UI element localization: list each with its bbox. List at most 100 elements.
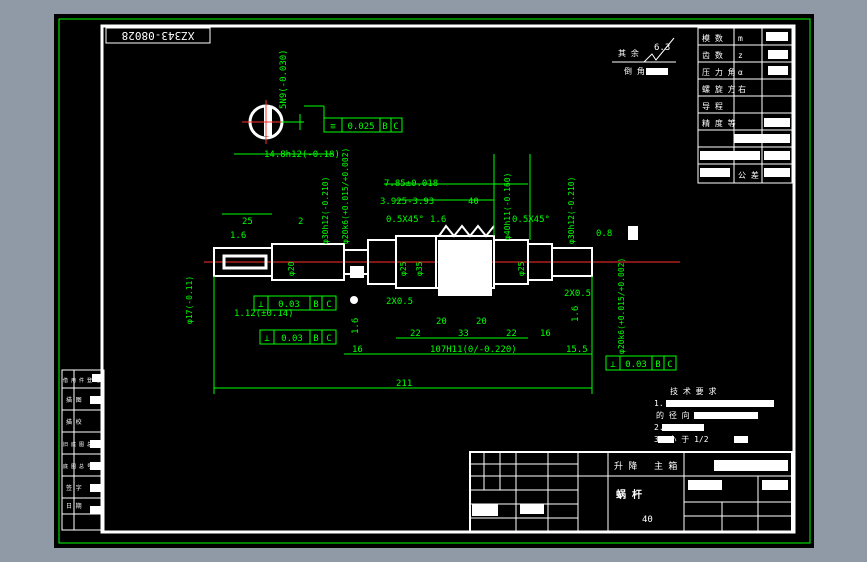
svg-text:15.5: 15.5: [566, 345, 588, 355]
svg-text:C: C: [326, 300, 331, 310]
svg-text:模 数: 模 数: [702, 33, 723, 43]
dim-chamfer-right: 0.5X45°: [512, 215, 550, 225]
dimension-labels: 7.85±0.018 3.925-3.93 0.5X45° 1.6 40 0.5…: [185, 148, 626, 389]
svg-text:22: 22: [506, 329, 517, 339]
svg-text:1.6: 1.6: [230, 231, 246, 241]
svg-text:φ20: φ20: [287, 261, 296, 276]
symmetry-value: 0.025: [347, 122, 374, 132]
dim-dia-30-left: φ30h12(-0.210): [321, 177, 330, 244]
svg-text:2.: 2.: [654, 423, 664, 432]
title-block: 升 降 主 箱 蜗 杆 40: [469, 451, 793, 533]
technical-requirements: 技 术 要 求 1. 的 径 向 2. 3. 小 于 1/2: [654, 386, 774, 444]
svg-text:0.03: 0.03: [281, 334, 303, 344]
svg-text:C: C: [393, 122, 398, 132]
svg-text:1.6: 1.6: [430, 215, 446, 225]
svg-text:1.: 1.: [654, 399, 664, 408]
dim-dia-30-right: φ30h12(-0.210): [567, 177, 576, 244]
symmetry-frame: ≡ 0.025 B C: [304, 105, 403, 133]
svg-text:0.03: 0.03: [278, 300, 300, 310]
svg-text:0.8: 0.8: [596, 229, 612, 239]
dim-chamfer-left: 0.5X45°: [386, 215, 424, 225]
svg-text:螺 旋 方: 螺 旋 方: [702, 84, 736, 94]
svg-text:日 期: 日 期: [66, 502, 82, 510]
svg-text:技 术 要 求: 技 术 要 求: [670, 386, 716, 396]
svg-text:φ35: φ35: [415, 261, 424, 276]
svg-text:22: 22: [410, 329, 421, 339]
svg-text:0.03: 0.03: [625, 360, 647, 370]
svg-text:α: α: [738, 68, 743, 77]
svg-text:1.12(±0.14): 1.12(±0.14): [234, 309, 294, 319]
dim-total-length: 211: [396, 379, 412, 389]
cad-drawing-viewport: XZ343-08028 5N9(-0.030) 14.8h12(-0.18) ≡…: [54, 14, 814, 548]
svg-text:16: 16: [540, 329, 551, 339]
title-name-1: 升 降: [614, 460, 637, 472]
svg-text:2X0.5: 2X0.5: [386, 297, 413, 307]
svg-text:φ25: φ25: [517, 261, 526, 276]
svg-text:主 箱: 主 箱: [654, 460, 677, 472]
svg-text:B: B: [655, 360, 660, 370]
left-records-strip: 借 用 件 登 记 描 图 描 校 旧 底 图 总 号 底 图 总 号 签 字 …: [61, 369, 105, 531]
svg-text:导 程: 导 程: [702, 102, 723, 111]
outer-border: [58, 18, 811, 544]
svg-text:20: 20: [436, 317, 447, 327]
material: 40: [642, 515, 653, 525]
perpendicularity-frame-3: ⊥ 0.03 B C: [605, 355, 677, 371]
svg-text:齿 数: 齿 数: [702, 50, 723, 60]
drawing-number-box: XZ343-08028: [105, 27, 211, 44]
svg-text:m: m: [738, 34, 743, 43]
gear-parameter-table: 模 数 m 齿 数 z 压 力 角 α 螺 旋 方 右 导 程 精 度 等 公 …: [697, 27, 793, 184]
dim-dia-20k6-left: φ20k6(+0.015/+0.002): [341, 148, 350, 244]
svg-text:25: 25: [242, 217, 253, 227]
keyway-width-dim: 5N9(-0.030): [279, 49, 289, 109]
svg-text:16: 16: [352, 345, 363, 355]
worm-shaft: [213, 224, 593, 289]
svg-text:的 径 向: 的 径 向: [656, 410, 690, 420]
svg-text:B: B: [382, 122, 387, 132]
symmetry-symbol: ≡: [330, 122, 336, 132]
perpendicularity-frame-1: ⊥ 0.03 B C: [253, 295, 337, 311]
svg-text:B: B: [313, 334, 318, 344]
svg-text:旧 底 图 总 号: 旧 底 图 总 号: [63, 441, 100, 448]
svg-text:底 图 总 号: 底 图 总 号: [63, 463, 92, 470]
dim-span-107: 107H11(0/-0.220): [430, 345, 517, 355]
datum-marker-circle: [350, 296, 358, 304]
title-name-2: 蜗 杆: [616, 488, 642, 501]
svg-text:2X0.5: 2X0.5: [564, 289, 591, 299]
svg-text:描 图: 描 图: [66, 396, 82, 404]
svg-text:精 度 等: 精 度 等: [702, 118, 736, 128]
roughness-note: 其 余 倒 角 6.3: [612, 37, 676, 76]
svg-text:6.3: 6.3: [654, 43, 670, 53]
keyway-depth-dim: 14.8h12(-0.18): [264, 150, 340, 160]
shaft-dimensions: [213, 154, 593, 394]
drawing-number-text: XZ343-08028: [122, 29, 195, 42]
svg-text:公 差: 公 差: [738, 170, 759, 180]
svg-text:⊥: ⊥: [610, 360, 616, 370]
svg-text:借 用 件 登 记: 借 用 件 登 记: [63, 377, 100, 384]
svg-text:1.6: 1.6: [571, 306, 581, 322]
inner-border: [100, 24, 796, 534]
dim-dia-17: φ17(-0.11): [185, 276, 194, 324]
svg-text:倒 角: 倒 角: [624, 66, 645, 76]
datum-marker-d: [628, 226, 638, 240]
dim-dia-40: φ40h11(-0.160): [503, 173, 512, 240]
svg-text:B: B: [313, 300, 318, 310]
dim-pressure-angle: 40: [468, 197, 479, 207]
worm-section-hatch: [438, 240, 492, 296]
drawing-canvas: XZ343-08028 5N9(-0.030) 14.8h12(-0.18) ≡…: [58, 18, 811, 544]
perpendicularity-frame-2: ⊥ 0.03 B C: [259, 329, 337, 345]
dim-tooth-thickness: 3.925-3.93: [380, 197, 434, 207]
svg-text:描 校: 描 校: [66, 418, 82, 426]
svg-text:⊥: ⊥: [258, 300, 264, 310]
svg-text:压 力 角: 压 力 角: [702, 67, 736, 77]
svg-text:C: C: [326, 334, 331, 344]
dim-lead: 7.85±0.018: [384, 179, 438, 189]
dim-dia-20k6-right: φ20k6(+0.015/+0.002): [617, 258, 626, 354]
svg-text:其 余: 其 余: [618, 48, 639, 58]
svg-text:2: 2: [298, 217, 303, 227]
svg-text:签 字: 签 字: [66, 484, 82, 492]
svg-text:3. 小 于 1/2: 3. 小 于 1/2: [654, 435, 709, 444]
svg-text:z: z: [738, 51, 743, 60]
svg-text:20: 20: [476, 317, 487, 327]
svg-text:1.6: 1.6: [351, 318, 361, 334]
svg-text:⊥: ⊥: [264, 334, 270, 344]
